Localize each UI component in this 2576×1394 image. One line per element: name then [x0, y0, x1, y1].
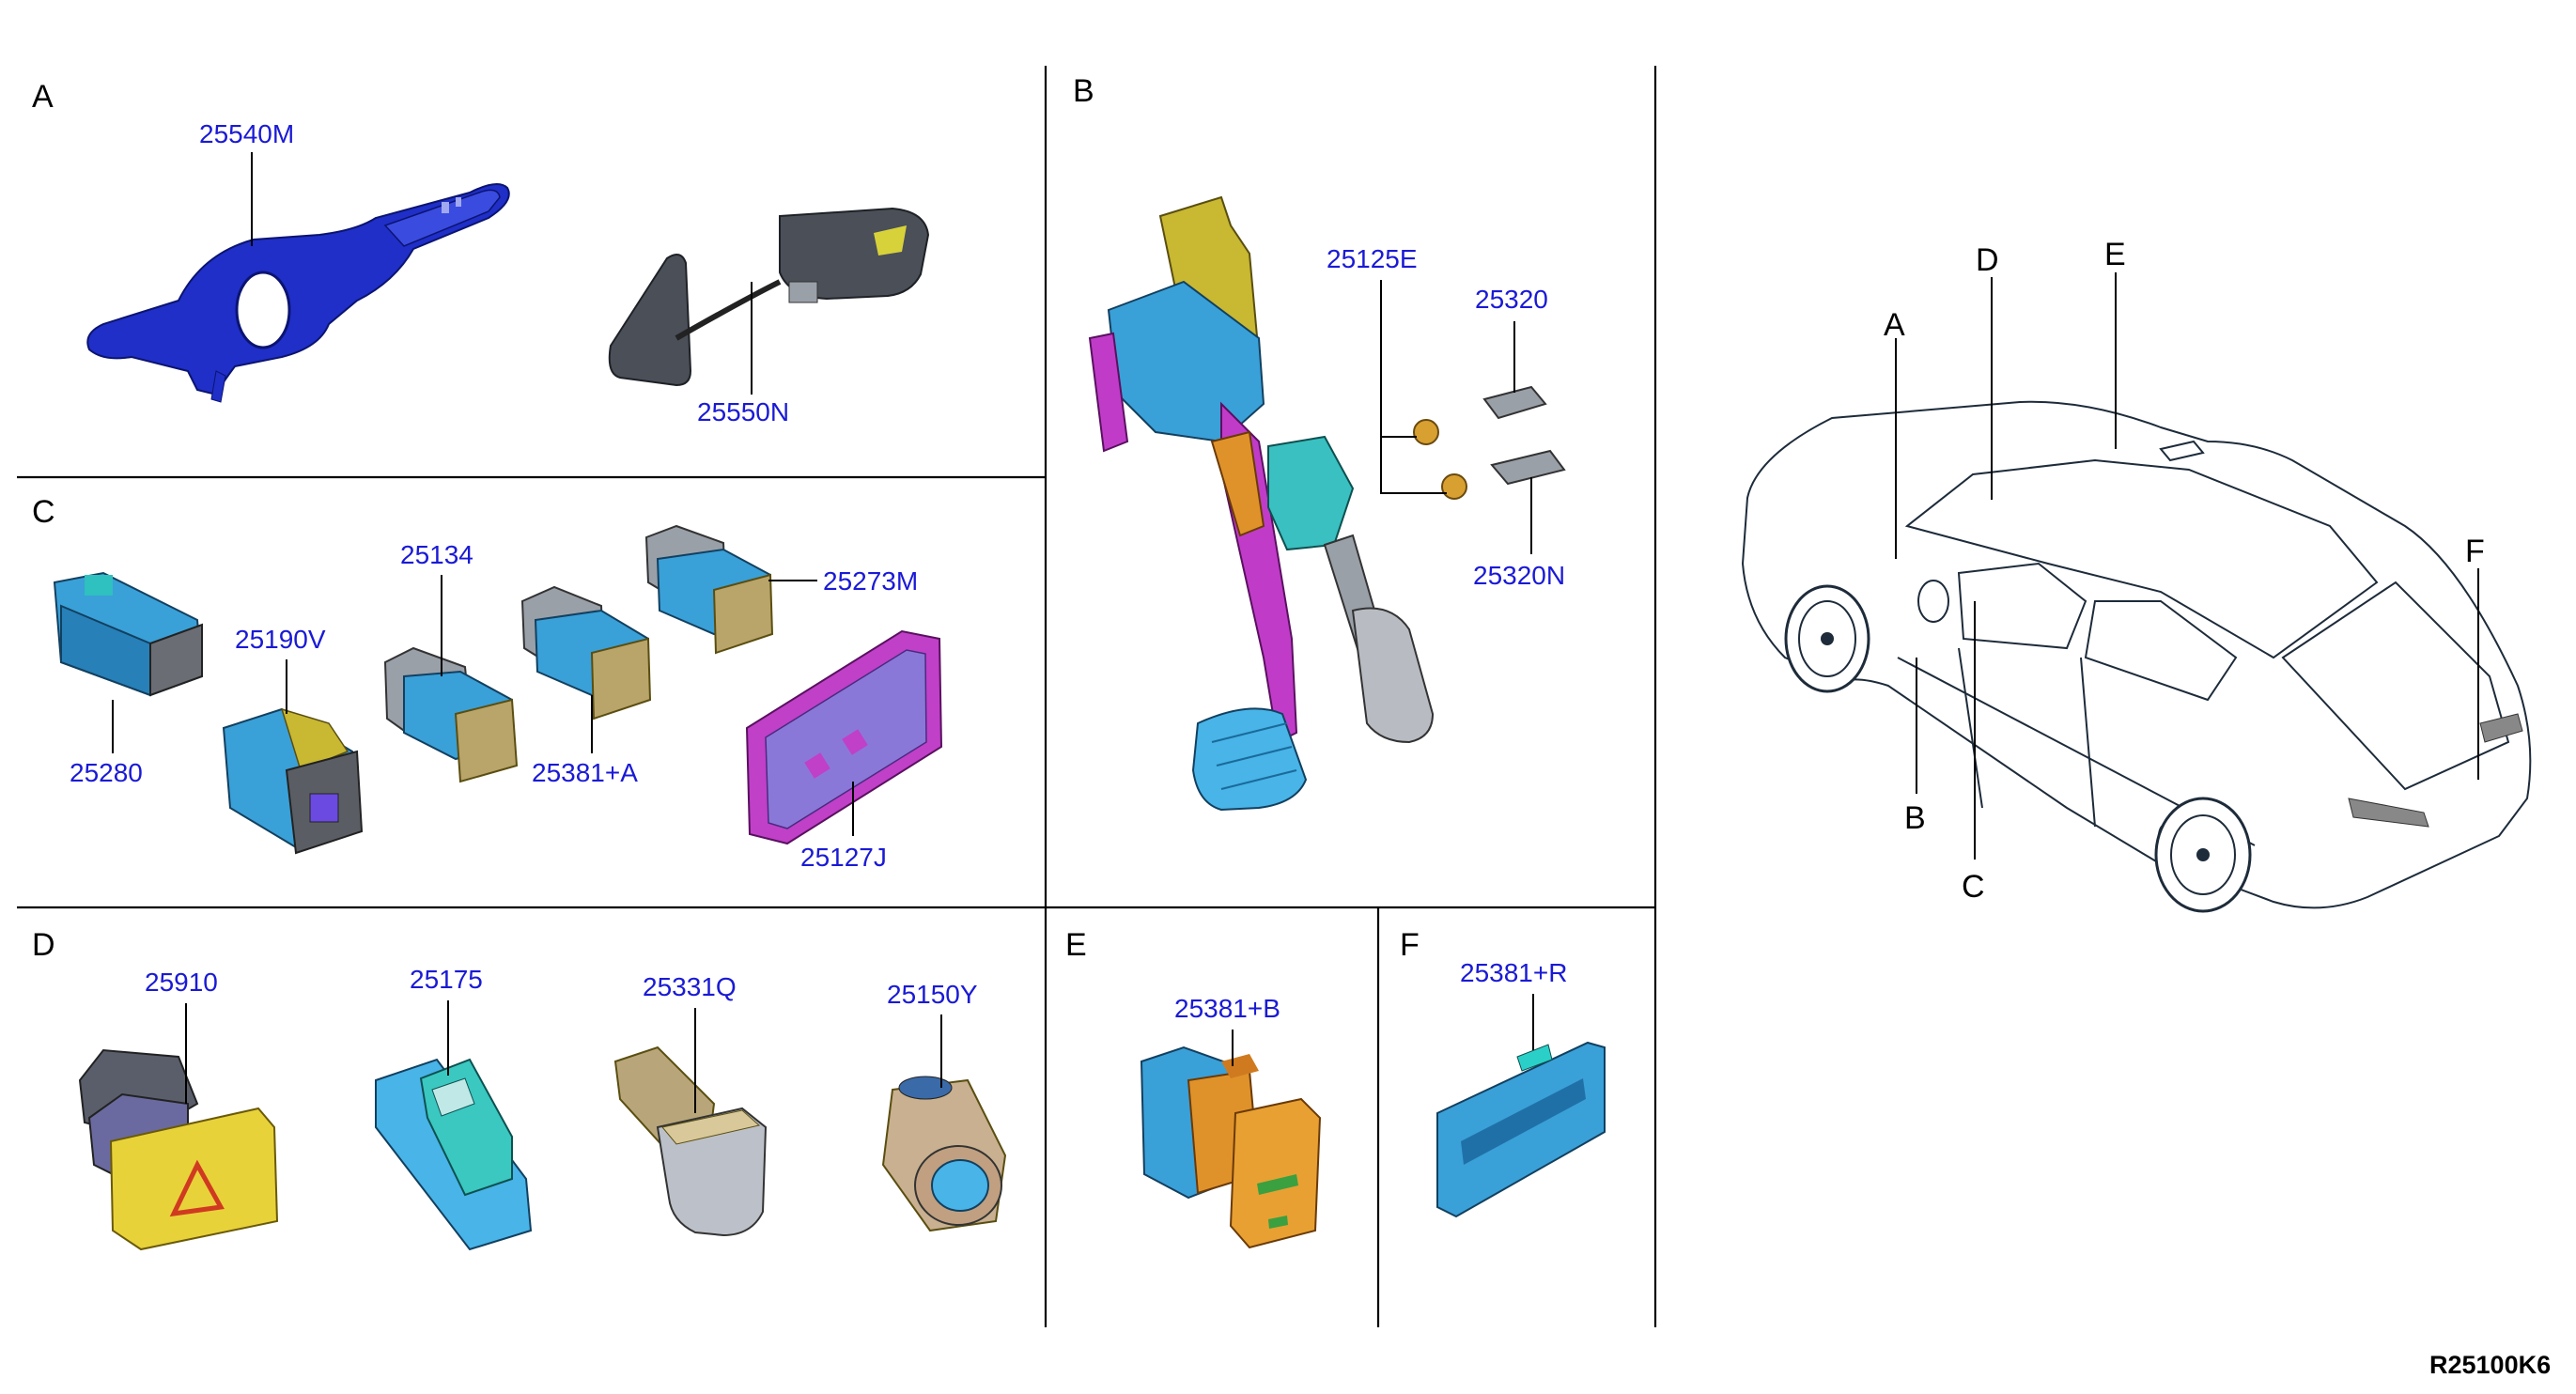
vehicle-location-e: E [2104, 237, 2126, 272]
part-number-25550N: 25550N [697, 397, 789, 426]
part-number-25910: 25910 [145, 968, 218, 997]
section-label-e: E [1065, 927, 1087, 963]
part-number-25127J: 25127J [800, 843, 887, 872]
section-dividers [17, 66, 1657, 1327]
combination-switch-illustration [86, 183, 510, 403]
section-label-f: F [1400, 927, 1420, 963]
connector-25127J-illustration [745, 629, 943, 845]
part-number-25381R: 25381+R [1460, 958, 1567, 987]
switch-25190V-illustration [222, 707, 364, 855]
section-label-a: A [32, 79, 54, 115]
part-number-25381B: 25381+B [1174, 994, 1280, 1023]
stop-lamp-switch-parts [1413, 385, 1566, 500]
switch-25381B-illustration [1140, 1046, 1322, 1249]
part-number-25134: 25134 [400, 540, 473, 569]
switch-25273M-illustration [644, 524, 774, 655]
part-number-25273M: 25273M [823, 566, 918, 596]
part-number-25540M: 25540M [199, 119, 294, 148]
switch-25280-illustration [53, 571, 204, 697]
section-label-d: D [32, 927, 55, 963]
section-label-c: C [32, 494, 55, 530]
section-label-b: B [1073, 73, 1094, 109]
push-switch-25150Y-illustration [881, 1076, 1007, 1232]
part-number-25331Q: 25331Q [643, 972, 737, 1001]
vehicle-locator-illustration [1741, 400, 2532, 913]
vehicle-location-d: D [1976, 242, 1999, 278]
part-number-25320N: 25320N [1473, 561, 1565, 590]
vehicle-location-b: B [1904, 800, 1926, 836]
vehicle-location-f: F [2465, 534, 2485, 569]
switch-25331Q-illustration [613, 1046, 768, 1237]
part-number-25125E: 25125E [1327, 244, 1418, 273]
part-number-25190V: 25190V [235, 625, 326, 654]
switch-25381A-illustration [520, 585, 652, 720]
part-number-25320: 25320 [1475, 285, 1548, 314]
part-number-25150Y: 25150Y [887, 980, 978, 1009]
diagram-reference-code: R25100K6 [2429, 1351, 2551, 1379]
switch-25175-illustration [375, 1058, 533, 1251]
hazard-switch-25910-illustration [78, 1048, 279, 1251]
vehicle-location-c: C [1962, 869, 1985, 905]
vehicle-location-a: A [1884, 307, 1905, 343]
pedal-assembly-illustration [1088, 195, 1435, 812]
steering-switch-illustration [608, 207, 930, 387]
switch-25134-illustration [383, 646, 519, 783]
part-number-25280: 25280 [70, 758, 143, 787]
part-number-25175: 25175 [410, 965, 483, 994]
switch-25381R-illustration [1436, 1041, 1606, 1218]
part-number-25381A: 25381+A [532, 758, 638, 787]
vehicle-location-leaders [1895, 272, 2479, 860]
